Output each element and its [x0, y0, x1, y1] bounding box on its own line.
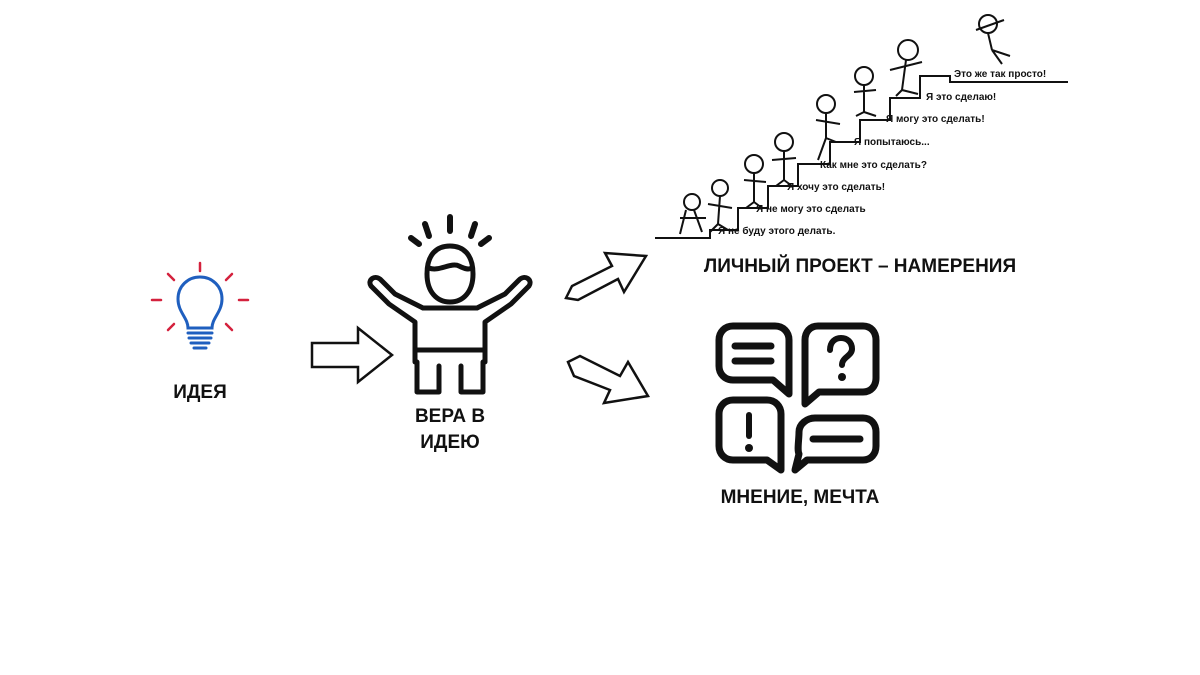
arrow-down-right-icon	[562, 350, 654, 420]
step-text-4: Как мне это сделать?	[820, 160, 927, 171]
belief-label-line2: ИДЕЮ	[420, 432, 480, 453]
exclamation-bubble-icon	[715, 396, 785, 474]
arrow-right-icon	[310, 325, 395, 385]
opinion-label: МНЕНИЕ, МЕЧТА	[720, 487, 880, 508]
step-text-5: Я попытаюсь...	[854, 137, 930, 148]
step-text-1: Я не буду этого делать.	[718, 225, 836, 237]
step-text-3: Я хочу это сделать!	[787, 182, 885, 193]
question-bubble-icon	[801, 322, 880, 408]
chat-bubble-icon	[791, 414, 880, 474]
step-text-7: Я это сделаю!	[926, 92, 996, 103]
project-label: ЛИЧНЫЙ ПРОЕКТ – НАМЕРЕНИЯ	[703, 256, 1017, 277]
cheering-person-icon	[365, 212, 535, 402]
message-bubble-icon	[715, 322, 793, 398]
speech-bubbles-icon	[715, 320, 880, 475]
belief-label-line1: ВЕРА В	[414, 406, 486, 427]
staircase-figures-icon: Я не буду этого делать. Я не могу это сд…	[650, 12, 1070, 244]
lightbulb-icon	[150, 261, 250, 352]
belief-label: ВЕРА В ИДЕЮ	[390, 404, 510, 456]
idea-label: ИДЕЯ	[173, 382, 227, 403]
step-text-8: Это же так просто!	[954, 69, 1046, 80]
step-text-6: Я могу это сделать!	[886, 114, 985, 125]
arrow-up-right-icon	[560, 240, 650, 310]
step-text-2: Я не могу это сделать	[756, 204, 866, 215]
